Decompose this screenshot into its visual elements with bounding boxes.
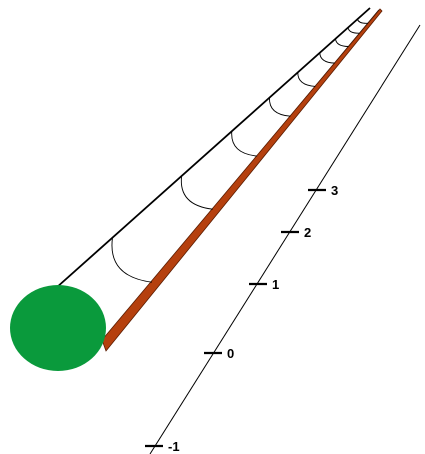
scale-tick: 0 — [204, 346, 234, 361]
cross-section-arcs — [111, 19, 368, 283]
cross-section-arc — [180, 175, 213, 210]
cross-section-arc — [347, 27, 360, 34]
cross-section-arc — [111, 237, 152, 283]
scale-tick-label: 0 — [227, 346, 234, 361]
cross-section-arc — [335, 38, 349, 47]
scale-tick: 3 — [308, 183, 338, 198]
scale-tick-label: 3 — [331, 183, 338, 198]
cylinder-strip — [101, 8, 383, 352]
scale-tick: 1 — [249, 277, 279, 292]
cylinder-top-edge — [55, 7, 371, 289]
cross-section-arc — [356, 19, 368, 24]
scale-tick-label: -1 — [168, 439, 180, 454]
cross-section-arc — [269, 97, 291, 117]
scale-axis-line — [149, 24, 421, 454]
scale-tick: -1 — [145, 439, 180, 454]
cylinder-end-cap — [10, 285, 106, 371]
cylinder-body — [55, 7, 383, 352]
scale-tick-label: 2 — [304, 225, 311, 240]
scale: -1 0 1 2 3 — [145, 24, 421, 454]
scale-ticks: -1 0 1 2 3 — [145, 183, 338, 454]
cross-section-arc — [297, 72, 316, 87]
scale-tick: 2 — [281, 225, 311, 240]
cross-section-arc — [319, 52, 335, 64]
cross-section-arc — [231, 131, 258, 157]
scale-tick-label: 1 — [272, 277, 279, 292]
